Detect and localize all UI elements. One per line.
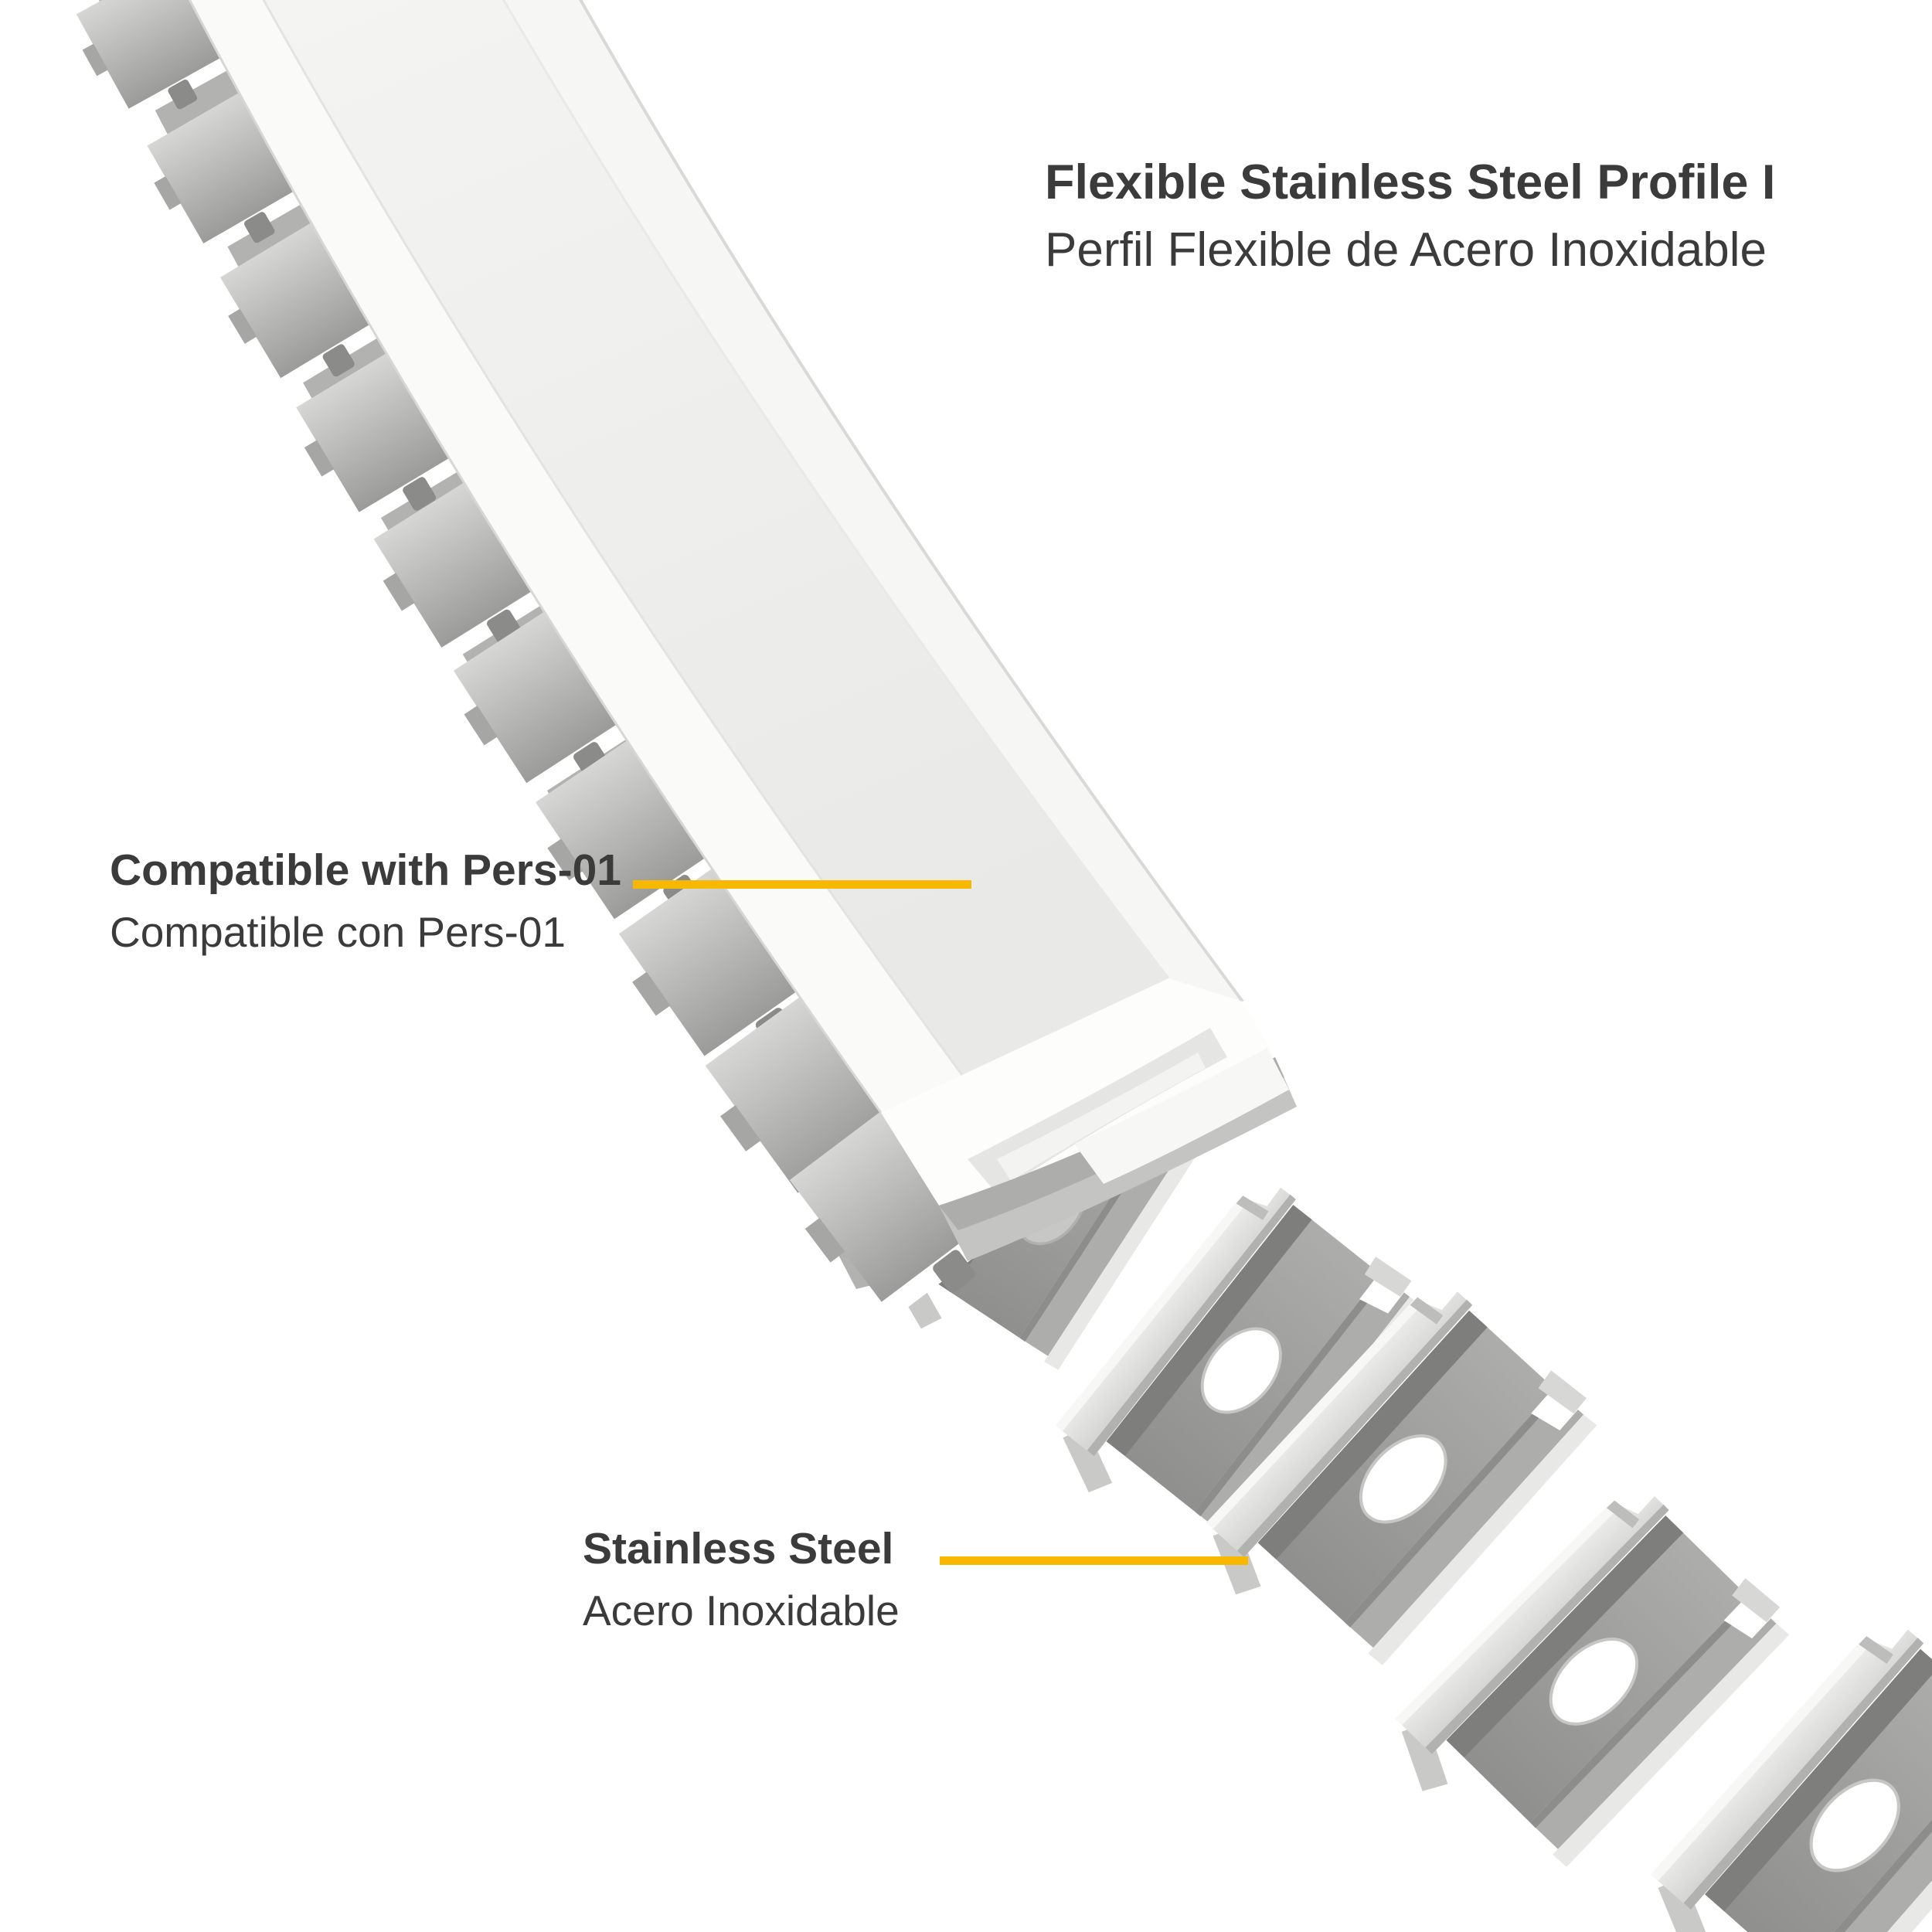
diffuser-lip — [1074, 1048, 1289, 1184]
title-block: Flexible Stainless Steel Profile I Perfi… — [1045, 148, 1775, 284]
steel-link — [1369, 1468, 1807, 1903]
callout-compatible-es: Compatible con Pers-01 — [110, 908, 566, 956]
leader-line-compatible — [633, 880, 971, 889]
profile-bar — [66, 0, 1297, 1342]
steel-link — [1624, 1600, 1932, 1932]
steel-link — [1180, 1264, 1614, 1702]
steel-link — [1032, 1162, 1440, 1588]
product-title-en: Flexible Stainless Steel Profile I — [1045, 155, 1776, 209]
callout-material-en: Stainless Steel — [583, 1524, 894, 1573]
callout-material: Stainless Steel Acero Inoxidable — [583, 1518, 900, 1641]
callout-material-es: Acero Inoxidable — [583, 1587, 900, 1634]
leader-line-material — [940, 1556, 1248, 1565]
diffuser-cover — [264, 0, 1168, 1080]
callout-compatible-en: Compatible with Pers-01 — [110, 845, 621, 895]
diffuser-end-face — [881, 978, 1275, 1206]
diffuser-edge — [189, 0, 966, 1113]
callout-compatible: Compatible with Pers-01 Compatible con P… — [110, 839, 621, 963]
product-title-es: Perfil Flexible de Acero Inoxidable — [1045, 223, 1767, 277]
